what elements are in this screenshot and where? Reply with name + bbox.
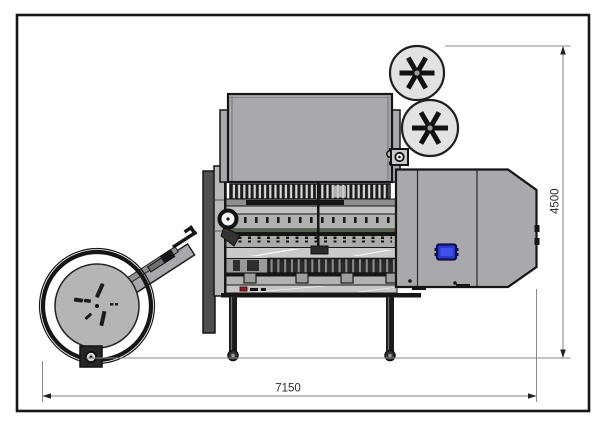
lower-slat-row — [267, 257, 398, 274]
left-column-dark — [202, 170, 216, 334]
connector-face — [440, 248, 453, 256]
machine-band-stack — [221, 182, 421, 298]
left-support-columns — [202, 165, 227, 334]
center-divider-post — [317, 183, 320, 248]
dimension-width-7150: 7150 — [42, 289, 537, 402]
clamp-foot — [243, 272, 257, 284]
tray-band — [225, 205, 398, 215]
hopper — [219, 92, 401, 184]
spoke-disc-top — [388, 44, 446, 102]
paddle-wheel-assembly — [38, 225, 198, 368]
highlight-streak — [250, 249, 300, 256]
arrowhead-up-icon — [560, 46, 566, 55]
left-leg — [229, 296, 237, 354]
drive-housing — [389, 148, 540, 290]
electrical-connector — [434, 243, 459, 261]
hopper-panel — [226, 92, 394, 184]
arm-tip-rod — [171, 230, 198, 249]
conveyor-belt-line — [226, 229, 397, 232]
clamp-foot — [295, 272, 309, 284]
housing-latch — [534, 238, 540, 245]
tick-marks — [232, 215, 390, 223]
housing-latch — [534, 225, 540, 232]
machine-legs — [227, 296, 396, 362]
bearing-pulley — [217, 208, 241, 247]
arrowhead-left-icon — [42, 393, 51, 399]
drive-housing-shell — [394, 168, 538, 289]
underside-rail — [221, 293, 421, 298]
gauge-box — [389, 148, 409, 166]
arrowhead-right-icon — [528, 393, 537, 399]
feeder-comb-row — [229, 183, 391, 200]
clamp-foot — [340, 272, 354, 284]
right-leg — [386, 296, 394, 354]
clamp-foot — [385, 272, 397, 284]
arrowhead-down-icon — [560, 349, 566, 358]
spoke-disc-bottom — [400, 98, 460, 158]
red-marker — [239, 286, 248, 292]
drive-bar — [246, 200, 344, 205]
height-dimension-label: 4500 — [550, 188, 562, 214]
pinwheel-blades-icon — [73, 283, 118, 327]
width-dimension-label: 7150 — [275, 383, 301, 395]
dimension-height-4500: 4500 — [86, 45, 571, 359]
